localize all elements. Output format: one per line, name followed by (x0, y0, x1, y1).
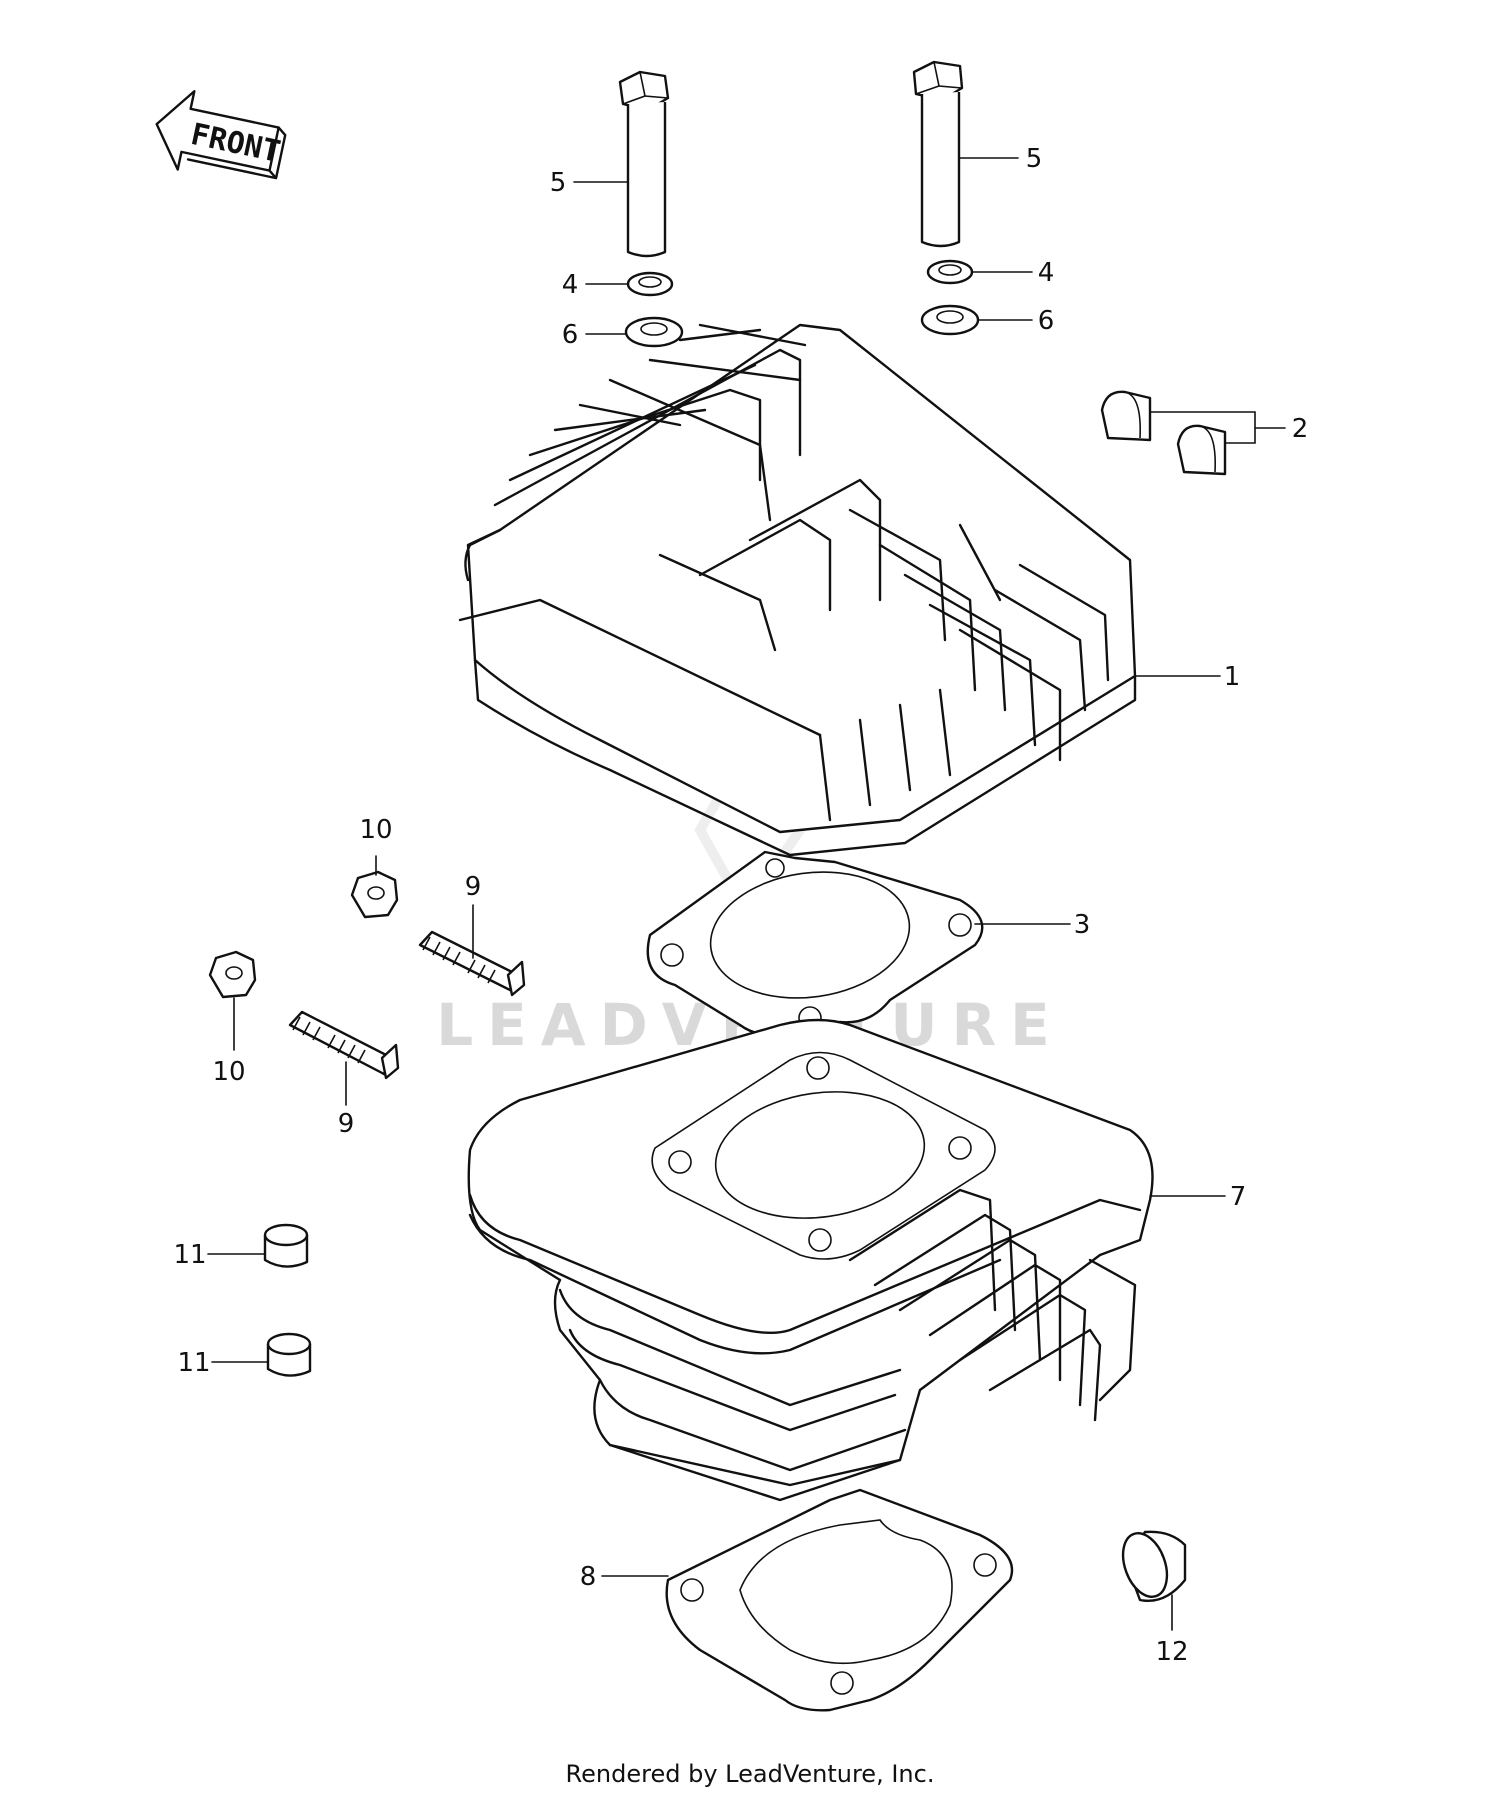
callout-10-lower: 10 (212, 1057, 245, 1087)
stud-9-a (418, 930, 526, 997)
stud-9-b (288, 1010, 400, 1080)
nut-10-b (208, 950, 257, 999)
washer-4-right (926, 259, 974, 285)
callout-2: 2 (1292, 414, 1309, 444)
washer-6-right (920, 304, 980, 336)
washer-4-left (626, 271, 674, 297)
dowel-12 (1121, 1530, 1187, 1602)
front-arrow-icon: FRONT (155, 90, 287, 180)
callout-8: 8 (580, 1562, 597, 1592)
callout-3: 3 (1074, 910, 1091, 940)
callout-5-right: 5 (1026, 144, 1043, 174)
cylinder-head (458, 323, 1137, 857)
callout-11-lower: 11 (177, 1348, 210, 1378)
dowel-pin-11-a (263, 1223, 309, 1268)
base-gasket (665, 1488, 1014, 1712)
callout-1: 1 (1224, 662, 1241, 692)
callout-5-left: 5 (550, 168, 567, 198)
callouts: 5 5 4 4 6 6 2 1 3 10 9 10 9 7 11 11 8 12 (173, 144, 1308, 1667)
callout-4-left: 4 (562, 270, 579, 300)
nut-10-a (350, 870, 399, 919)
callout-10-upper: 10 (359, 815, 392, 845)
leader-lines (207, 157, 1286, 1631)
cap-2-b (1176, 424, 1227, 476)
washer-6-left (624, 316, 684, 348)
callout-4-right: 4 (1038, 258, 1055, 288)
cylinder (467, 1018, 1154, 1502)
callout-9-upper: 9 (465, 872, 482, 902)
footer-credit: Rendered by LeadVenture, Inc. (565, 1760, 935, 1788)
callout-6-left: 6 (562, 320, 579, 350)
callout-7: 7 (1230, 1182, 1247, 1212)
callout-12: 12 (1155, 1637, 1188, 1667)
callout-11-upper: 11 (173, 1240, 206, 1270)
cap-2-a (1100, 390, 1152, 442)
dowel-pin-11-b (266, 1332, 312, 1377)
callout-6-right: 6 (1038, 306, 1055, 336)
callout-9-lower: 9 (338, 1109, 355, 1139)
cylinder-head-bolt-left (618, 70, 670, 258)
cylinder-head-bolt-right (912, 60, 964, 248)
